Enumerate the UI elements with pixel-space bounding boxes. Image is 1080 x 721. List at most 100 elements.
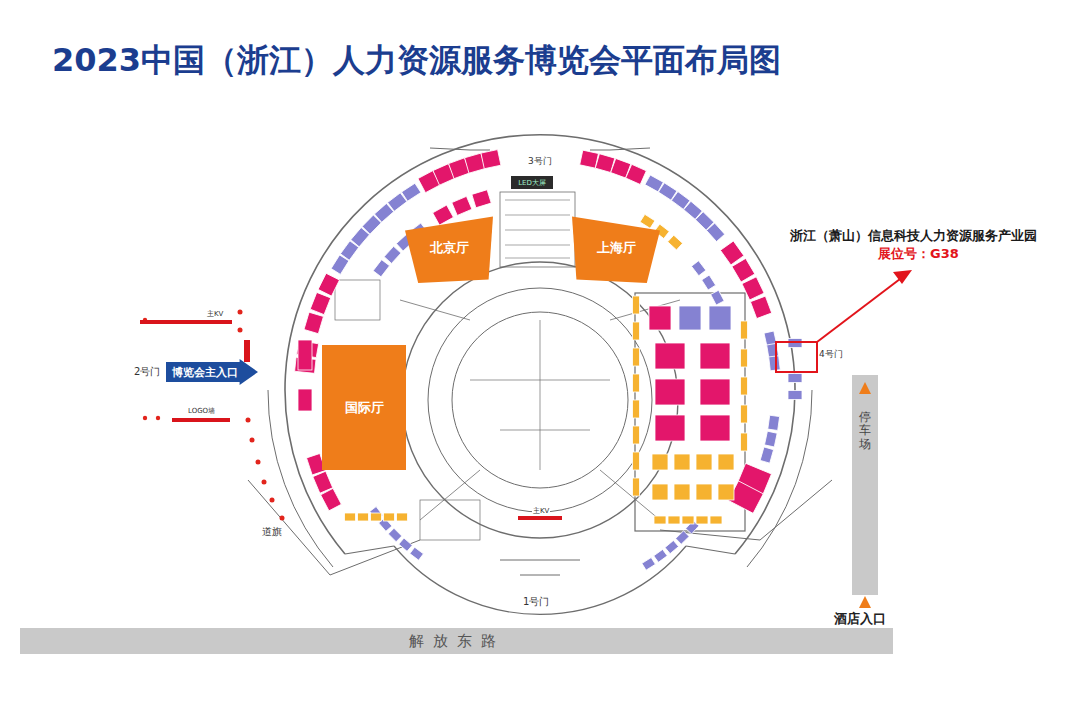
booth bbox=[433, 205, 454, 225]
booth bbox=[633, 478, 640, 496]
booth bbox=[304, 312, 323, 334]
door-label: 1号门 bbox=[522, 596, 550, 608]
hall-fill bbox=[405, 217, 493, 284]
booth bbox=[788, 374, 802, 383]
booth bbox=[768, 415, 780, 430]
booth bbox=[642, 558, 656, 571]
booth bbox=[580, 150, 599, 168]
booth bbox=[760, 447, 773, 463]
booth bbox=[654, 516, 666, 524]
booth bbox=[633, 322, 640, 340]
entrance-arrow: 博览会主入口 bbox=[166, 359, 258, 385]
booth bbox=[718, 454, 734, 470]
booth bbox=[655, 379, 685, 405]
booth bbox=[711, 290, 725, 305]
booth bbox=[649, 306, 671, 330]
booth bbox=[741, 349, 748, 367]
kv-bars bbox=[140, 320, 562, 520]
booth bbox=[741, 433, 748, 451]
booth bbox=[633, 374, 640, 392]
booth bbox=[633, 426, 640, 444]
booth bbox=[682, 516, 694, 524]
booth bbox=[384, 246, 401, 263]
booth bbox=[310, 292, 331, 314]
hall: 上海厅 bbox=[572, 213, 660, 283]
booth bbox=[388, 528, 401, 541]
booth bbox=[674, 454, 690, 470]
entrance-arrow-fill bbox=[166, 359, 258, 385]
booth bbox=[640, 214, 655, 228]
building-outline bbox=[248, 135, 832, 615]
booth bbox=[345, 513, 356, 521]
hall-fill bbox=[572, 217, 660, 284]
road-band-label: 解放东路 bbox=[409, 632, 505, 651]
booth bbox=[655, 343, 685, 369]
booth bbox=[741, 405, 748, 423]
booth bbox=[410, 547, 424, 560]
booth bbox=[655, 415, 685, 441]
entrance-arrow-label: 博览会主入口 bbox=[172, 365, 238, 380]
booth bbox=[718, 484, 734, 500]
booth bbox=[472, 190, 491, 208]
booth bbox=[452, 196, 472, 215]
booth bbox=[668, 516, 680, 524]
booth bbox=[298, 389, 312, 411]
booth bbox=[384, 513, 395, 521]
booth bbox=[626, 164, 647, 184]
flag-label: 道旗 bbox=[262, 526, 282, 538]
booth bbox=[665, 540, 679, 553]
booth bbox=[710, 516, 722, 524]
booth bbox=[741, 321, 748, 339]
booth bbox=[652, 484, 668, 500]
booth bbox=[788, 391, 802, 400]
led-screen: LED大屏 bbox=[511, 176, 553, 189]
door-label: 3号门 bbox=[527, 156, 553, 166]
booth bbox=[750, 296, 771, 318]
booth bbox=[702, 275, 716, 290]
hall-label: 北京厅 bbox=[430, 239, 469, 257]
entrance-label: 酒店入口 bbox=[834, 612, 886, 627]
booth bbox=[679, 306, 701, 330]
parking-band-label: 停车场 bbox=[859, 411, 871, 451]
booth bbox=[633, 400, 640, 418]
booth bbox=[313, 471, 333, 493]
booth bbox=[668, 235, 683, 250]
hall: 北京厅 bbox=[405, 213, 493, 283]
hall-label: 上海厅 bbox=[597, 239, 636, 257]
booth bbox=[298, 340, 312, 370]
booth bbox=[741, 377, 748, 395]
parking-band bbox=[852, 375, 878, 608]
booth bbox=[769, 356, 781, 371]
booth bbox=[709, 306, 731, 330]
g38-marker bbox=[776, 270, 912, 372]
booth bbox=[654, 549, 668, 562]
booth-number: 展位号：G38 bbox=[878, 247, 959, 262]
booth-blocks bbox=[295, 150, 802, 571]
booth bbox=[700, 343, 730, 369]
parking-band: 停车场 bbox=[852, 396, 878, 466]
booth bbox=[691, 261, 705, 276]
booth bbox=[674, 484, 690, 500]
hall-label: 国际厅 bbox=[345, 399, 384, 417]
booth bbox=[732, 258, 755, 282]
booth bbox=[371, 513, 382, 521]
hall: 国际厅 bbox=[322, 345, 406, 470]
booth bbox=[399, 538, 413, 551]
booth bbox=[707, 223, 725, 242]
kv-label: 主KV bbox=[532, 507, 550, 515]
booth bbox=[696, 516, 708, 524]
flag-dots bbox=[143, 310, 285, 521]
booth bbox=[481, 150, 501, 169]
callout-label: 浙江（萧山）信息科技人力资源服务产业园 bbox=[790, 229, 1037, 244]
map-title: 2023中国（浙江）人力资源服务博览会平面布局图 bbox=[52, 42, 781, 79]
booth bbox=[633, 452, 640, 470]
booth bbox=[370, 507, 383, 521]
booth bbox=[397, 513, 408, 521]
door-label: 4号门 bbox=[818, 349, 844, 359]
booth bbox=[764, 431, 777, 447]
road-band: 解放东路 bbox=[20, 628, 893, 654]
booth bbox=[358, 513, 369, 521]
booth bbox=[633, 296, 640, 314]
